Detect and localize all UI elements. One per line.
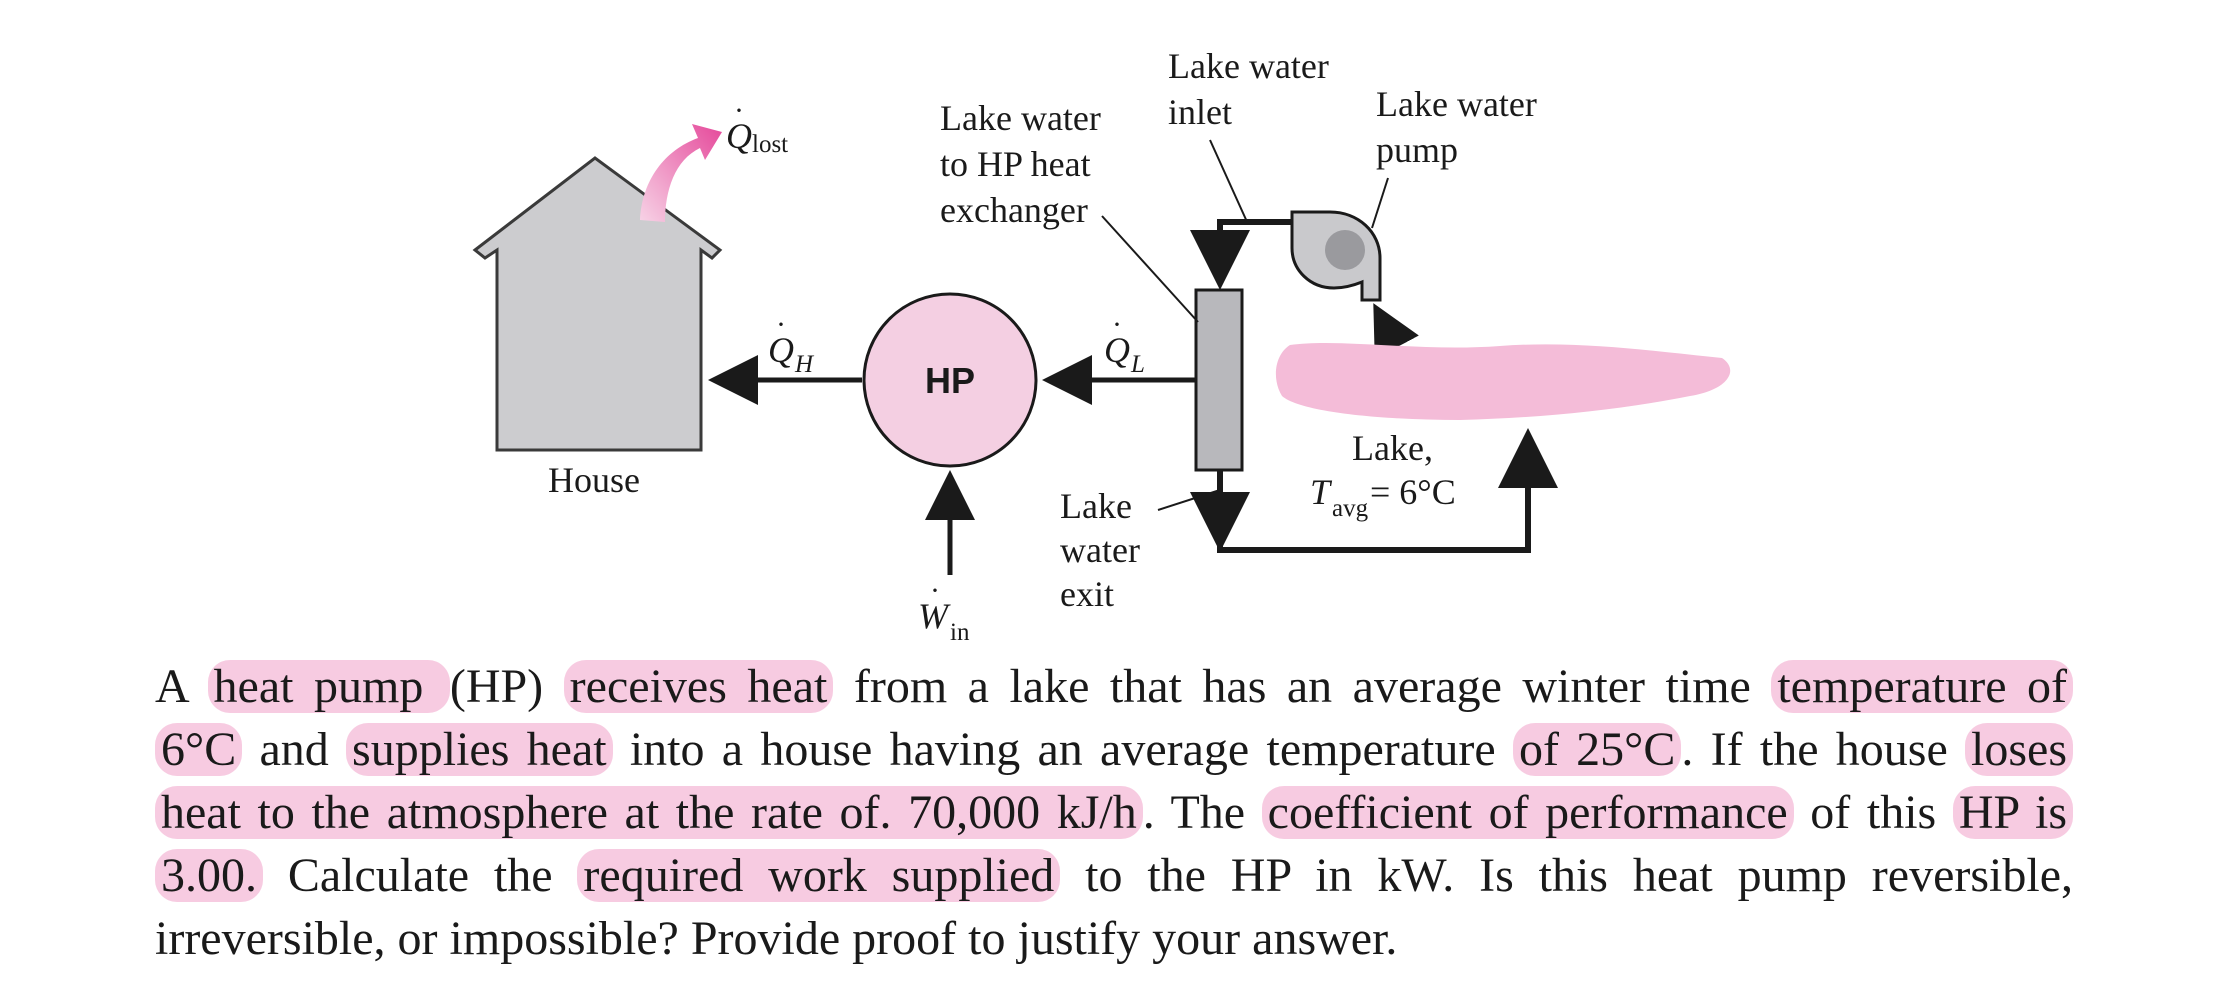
lake-shape xyxy=(1275,342,1731,420)
house-shape xyxy=(472,156,723,452)
svg-text:exit: exit xyxy=(1060,574,1114,614)
q-l-label: Q · L xyxy=(1104,308,1145,378)
problem-line: irreversible, or impossible? Provide pro… xyxy=(155,907,2073,970)
svg-text:Lake: Lake xyxy=(1060,486,1132,526)
svg-text:Q: Q xyxy=(768,330,794,370)
heat-exchanger xyxy=(1194,288,1244,472)
svg-text:H: H xyxy=(794,351,815,378)
problem-line: heat to the atmosphere at the rate of. 7… xyxy=(155,781,2073,844)
heat-pump-diagram: House Q · lost Q · H HP W · in Q · L xyxy=(472,46,1731,646)
w-in-label: W · in xyxy=(918,574,970,646)
hx-leader-line xyxy=(1101,215,1199,323)
exit-label: Lake water exit xyxy=(1060,486,1140,614)
svg-text:Lake water: Lake water xyxy=(1376,84,1537,124)
svg-text:Lake water: Lake water xyxy=(1168,46,1329,86)
highlighted-text: 6°C xyxy=(155,723,243,776)
svg-text:in: in xyxy=(950,619,970,646)
highlighted-text: 3.00. xyxy=(155,849,263,902)
heat-pump-circle xyxy=(862,292,1038,468)
problem-text: A xyxy=(155,660,208,713)
svg-text:to HP heat: to HP heat xyxy=(940,144,1091,184)
highlighted-text: of 25°C xyxy=(1512,723,1682,776)
highlighted-text: coefficient of performance xyxy=(1261,786,1794,839)
svg-text:·: · xyxy=(930,574,940,607)
problem-statement: A heat pump (HP) receives heat from a la… xyxy=(155,655,2074,970)
svg-text:Q: Q xyxy=(726,116,752,156)
svg-text:exchanger: exchanger xyxy=(940,190,1088,230)
problem-line: 6°C and supplies heat into a house havin… xyxy=(155,718,2074,781)
svg-text:pump: pump xyxy=(1376,130,1458,170)
lake-label: Lake, T avg = 6°C xyxy=(1310,428,1456,522)
svg-text:·: · xyxy=(734,94,744,127)
exit-leader-line xyxy=(1157,489,1221,511)
svg-text:Lake,: Lake, xyxy=(1352,428,1433,468)
highlighted-text: temperature of xyxy=(1771,660,2074,713)
problem-text: . The xyxy=(1142,786,1262,839)
inlet-pipe xyxy=(1190,219,1296,290)
svg-text:L: L xyxy=(1130,351,1145,378)
svg-text:·: · xyxy=(1112,308,1122,341)
house-label: House xyxy=(548,460,640,500)
svg-text:= 6°C: = 6°C xyxy=(1370,472,1456,512)
pump-label: Lake water pump xyxy=(1376,84,1537,170)
q-lost-arrow xyxy=(640,124,722,222)
svg-text:Lake water: Lake water xyxy=(940,98,1101,138)
highlighted-text: supplies heat xyxy=(346,723,613,776)
svg-text:·: · xyxy=(776,308,786,341)
inlet-label: Lake water inlet xyxy=(1168,46,1329,132)
svg-text:Q: Q xyxy=(1104,330,1130,370)
highlighted-text: receives heat xyxy=(563,660,834,713)
q-h-label: Q · H xyxy=(768,308,815,378)
problem-text: from a lake that has an average winter t… xyxy=(833,660,1772,713)
highlighted-text: HP is xyxy=(1952,786,2073,839)
inlet-leader-line xyxy=(1209,139,1249,225)
highlighted-text: required work supplied xyxy=(577,849,1061,902)
pump-leader-line xyxy=(1371,177,1389,229)
q-lost-label: Q · lost xyxy=(726,94,788,158)
hx-label: Lake water to HP heat exchanger xyxy=(940,98,1101,230)
problem-text: into a house having an average temperatu… xyxy=(612,723,1513,776)
svg-text:avg: avg xyxy=(1332,495,1369,522)
lake-water-pump xyxy=(1290,210,1382,302)
hp-label: HP xyxy=(925,360,975,401)
problem-text: Calculate the xyxy=(263,849,578,902)
highlighted-text: heat to the atmosphere at the rate of. 7… xyxy=(155,786,1143,839)
svg-text:T: T xyxy=(1310,472,1333,512)
problem-text: and xyxy=(242,723,347,776)
problem-line: 3.00. Calculate the required work suppli… xyxy=(155,844,2073,907)
problem-line: A heat pump (HP) receives heat from a la… xyxy=(155,655,2074,718)
svg-text:lost: lost xyxy=(752,131,788,158)
highlighted-text: heat pump xyxy=(207,660,450,713)
svg-text:inlet: inlet xyxy=(1168,92,1232,132)
svg-text:water: water xyxy=(1060,530,1140,570)
problem-text: to the HP in kW. Is this heat pump rever… xyxy=(1060,849,2074,902)
problem-text: (HP) xyxy=(449,660,564,713)
svg-text:W: W xyxy=(918,596,951,636)
problem-text: of this xyxy=(1793,786,1953,839)
highlighted-text: loses xyxy=(1965,723,2074,776)
problem-text: irreversible, or impossible? Provide pro… xyxy=(155,912,1398,965)
problem-text: . If the house xyxy=(1681,723,1966,776)
